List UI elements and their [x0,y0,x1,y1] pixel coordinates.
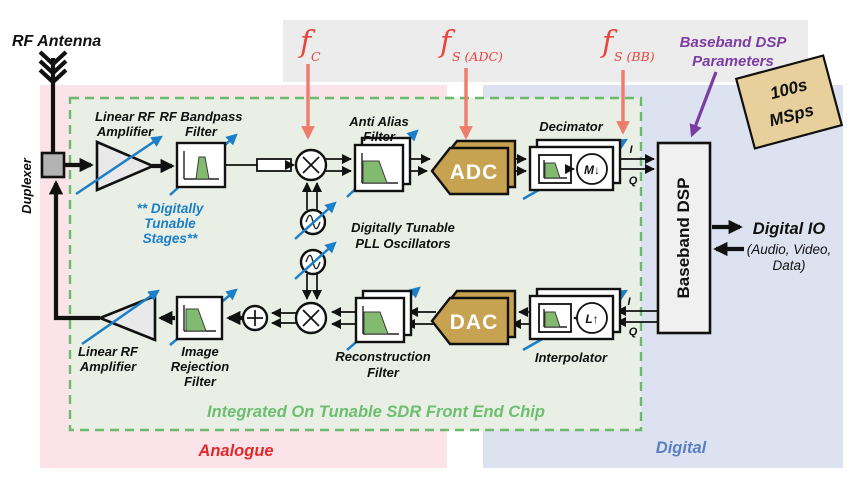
adc-block: ADC [430,139,517,196]
aa-filter-label-1: Anti Alias [348,114,408,129]
summer [241,304,269,332]
fc-sub: C [311,49,321,64]
tx-mixer-x2 [302,309,320,327]
lowpass-response-icon [362,160,388,184]
interpolator-lowpass-icon [544,311,561,328]
recon-filter-block [354,289,413,344]
tunable-arrow-osc2 [294,241,337,280]
adc-shape-front [430,146,510,196]
antenna-chevron-3 [38,68,68,85]
interpolator-label: Interpolator [535,350,608,365]
tx-mixer [294,301,328,335]
baseband-dsp-label: Baseband DSP [674,178,693,299]
decimator-label: Decimator [539,119,604,134]
aa-filter-block [353,136,412,193]
bb-params-label-1: Baseband DSP [680,34,788,51]
rx-q-label: Q [629,175,638,187]
tunable-arrow-tx-amp [81,289,160,346]
pll-note-2: PLL Oscillators [355,236,450,251]
ir-filter-label-2: Rejection [171,359,230,374]
tx-amp-label-1: Linear RF [78,344,139,359]
chip-caption: Integrated On Tunable SDR Front End Chip [207,403,545,421]
upsampler-circle [576,302,608,334]
digital-io-sub-2: Data) [772,258,805,273]
msps-tag: 100s MSps [734,54,844,150]
fs-adc-sub: S (ADC) [452,49,503,64]
tunable-note-3: Stages** [143,231,199,246]
baseband-dsp-box [656,141,712,335]
rx-inline-element [256,158,292,172]
duplexer-block [40,151,66,179]
fs-bb-sub: S (BB) [614,49,655,64]
pll-oscillator-1 [294,201,337,240]
ir-lowpass-icon [185,308,207,332]
tunable-note-2: Tunable [144,216,196,231]
ir-filter-label-1: Image [181,344,219,359]
ir-filter-block [175,295,224,341]
bp-filter-block [175,141,227,189]
bandpass-response-icon [195,156,210,180]
rf-antenna-label: RF Antenna [12,33,101,50]
rx-amp-label-1: Linear RF [95,109,156,124]
recon-filter-label-2: Filter [367,365,400,380]
rx-mixer-x2 [302,156,320,174]
pll-note-1: Digitally Tunable [351,220,455,235]
ir-filter-label-3: Filter [184,374,217,389]
analogue-caption: Analogue [197,442,273,460]
downsample-symbol: M↓ [584,163,600,177]
adc-label: ADC [450,161,499,184]
msps-tag-box [734,54,844,150]
antenna-chevron-2 [38,59,68,76]
tx-amplifier-triangle [96,294,157,342]
aa-filter-label-2: Filter [363,129,396,144]
bp-filter-label-2: Filter [185,124,218,139]
upsample-symbol: L↑ [585,312,598,326]
rf-antenna-symbol [38,50,68,85]
digital-io-label: Digital IO [753,220,826,238]
tunable-note-1: ** Digitally [137,201,205,216]
rx-i-label: I [629,144,633,156]
downsampler-circle [576,153,608,185]
dac-block: DAC [430,289,517,346]
bp-filter-label-1: RF Bandpass [159,109,242,124]
recon-filter-label-1: Reconstruction [335,349,430,364]
digital-caption: Digital [656,439,707,457]
rx-amplifier-triangle [95,140,157,192]
tunable-arrow-osc1 [294,201,337,240]
tx-q-label: Q [629,326,638,338]
interpolator-block: L↑ [528,287,622,341]
digital-io-sub-1: (Audio, Video, [747,242,832,257]
pll-oscillator-2 [294,241,337,280]
baseband-dsp-block: Baseband DSP [656,141,712,335]
rx-amp-label-2: Amplifier [96,124,154,139]
labels: RF Antenna Duplexer Linear RF Amplifier … [12,25,831,460]
frequency-annotation-band [283,20,808,82]
antenna-chevron-1 [38,50,68,67]
bb-params-label-2: Parameters [692,53,774,70]
rx-mixer [294,148,328,182]
tunable-arrow-rx-amp [75,135,163,196]
duplexer-label: Duplexer [19,157,34,214]
tx-amp-label-2: Amplifier [79,359,137,374]
bb-params-arrow [689,71,718,138]
tx-i-label: I [627,296,631,308]
decimator-block: M↓ [528,138,622,192]
decimator-lowpass-icon [544,162,561,179]
dac-shape-front [430,296,510,346]
recon-lowpass-icon [363,311,389,335]
dac-label: DAC [450,311,499,334]
tx-return-to-duplexer [48,180,100,321]
